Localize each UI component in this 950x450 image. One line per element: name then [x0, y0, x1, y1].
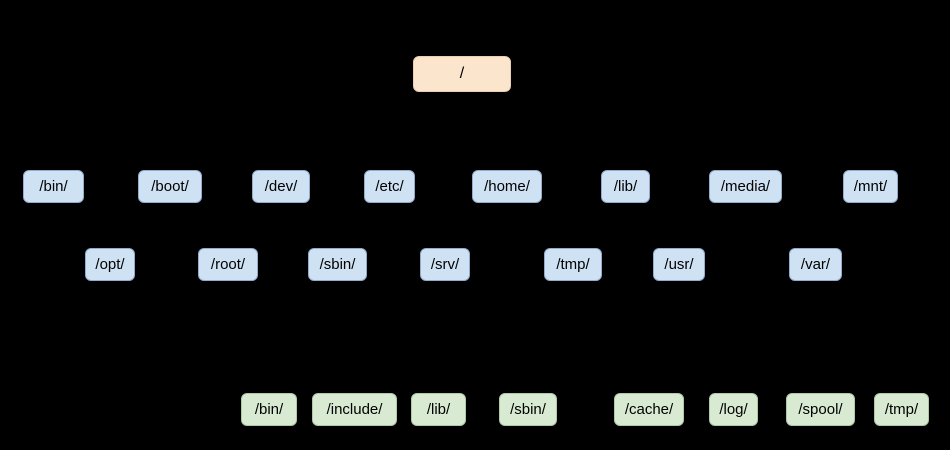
node-root: /: [413, 56, 511, 92]
node-var-spool: /spool/: [786, 393, 855, 426]
node-mnt: /mnt/: [843, 170, 898, 203]
node-var-log: /log/: [709, 393, 758, 426]
node-usr-sbin: /sbin/: [499, 393, 557, 426]
node-var-tmp: /tmp/: [874, 393, 929, 426]
node-usr-lib: /lib/: [411, 393, 466, 426]
node-home: /home/: [472, 170, 542, 203]
node-usr: /usr/: [653, 248, 705, 281]
node-var-cache: /cache/: [614, 393, 684, 426]
node-usr-bin: /bin/: [241, 393, 297, 426]
node-usr-include: /include/: [312, 393, 397, 426]
node-bin: /bin/: [23, 170, 84, 203]
node-var: /var/: [789, 248, 842, 281]
node-boot: /boot/: [138, 170, 202, 203]
node-srv: /srv/: [420, 248, 470, 281]
node-media: /media/: [709, 170, 782, 203]
node-etc: /etc/: [364, 170, 415, 203]
node-sbin: /sbin/: [308, 248, 367, 281]
node-root-dir: /root/: [198, 248, 258, 281]
node-dev: /dev/: [252, 170, 310, 203]
node-lib: /lib/: [601, 170, 650, 203]
node-opt: /opt/: [85, 248, 135, 281]
node-tmp: /tmp/: [544, 248, 602, 281]
